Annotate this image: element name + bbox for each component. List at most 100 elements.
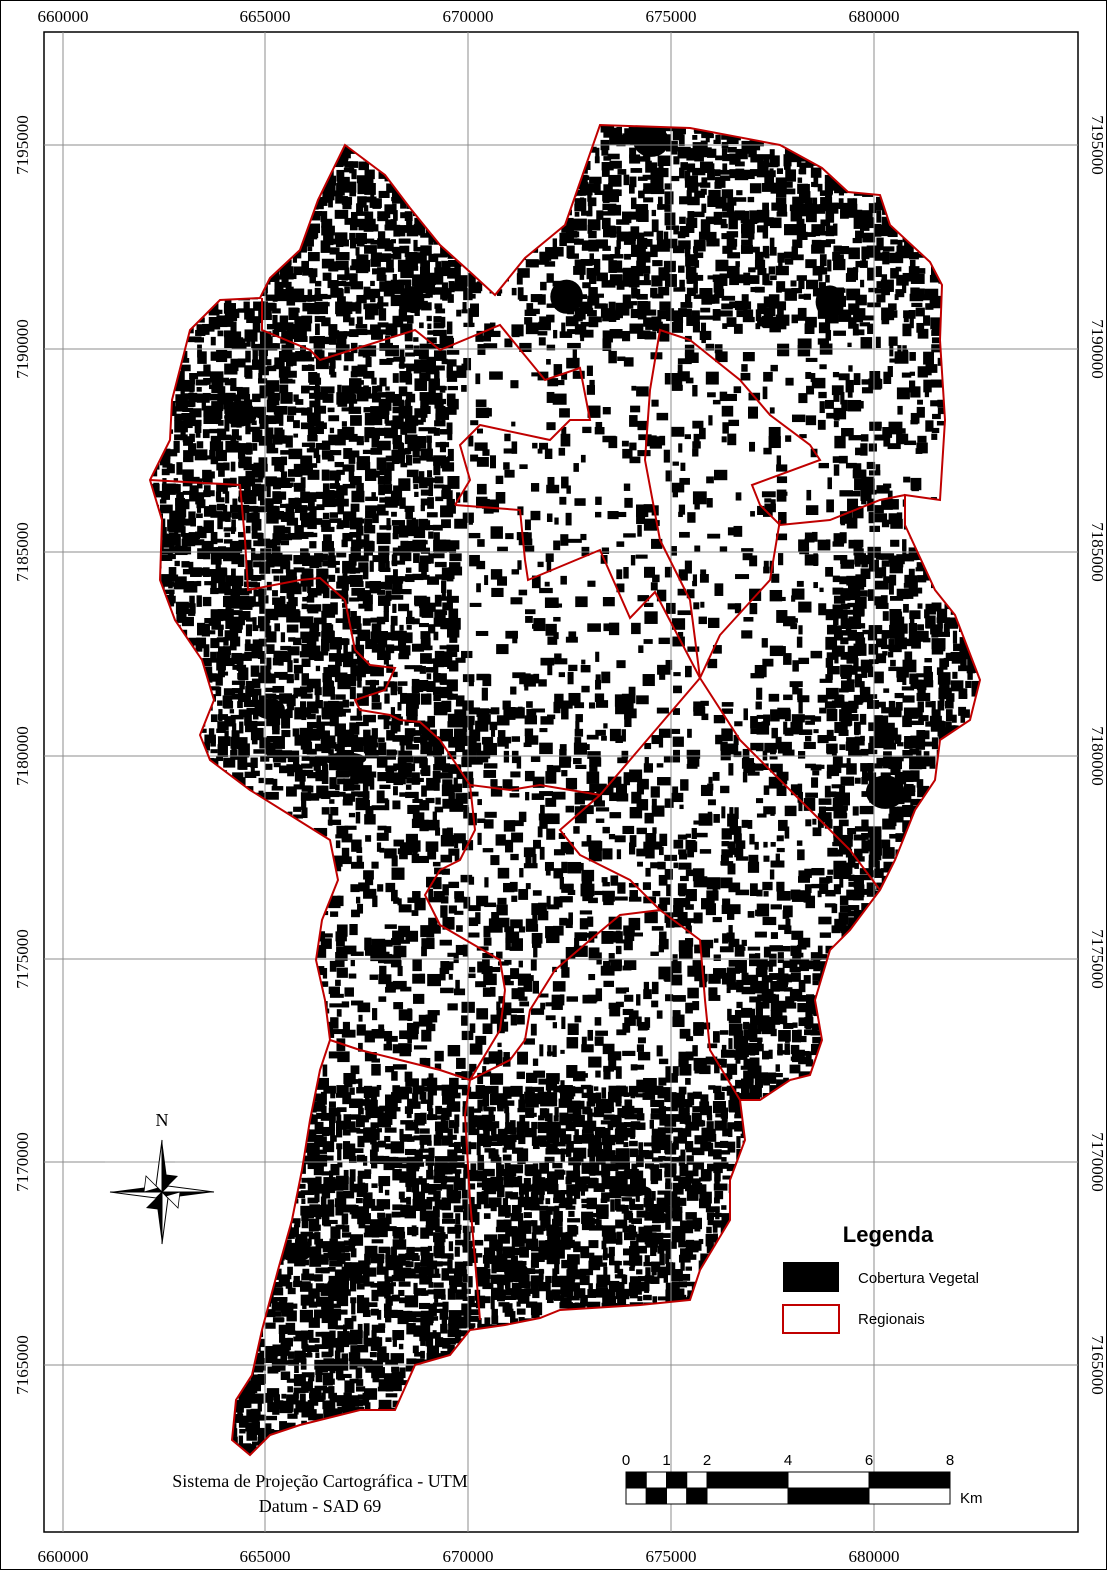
vegetation-patch [692,574,698,587]
vegetation-patch [483,343,498,349]
vegetation-patch [300,422,315,430]
vegetation-patch [490,569,503,580]
vegetation-patch [706,476,714,484]
vegetation-patch [854,478,864,491]
vegetation-patch [755,309,762,322]
vegetation-patch [607,189,620,203]
vegetation-patch [880,595,888,608]
vegetation-patch [511,287,517,296]
vegetation-patch [188,609,196,616]
vegetation-patch [336,552,347,558]
vegetation-patch [293,637,302,646]
vegetation-patch [419,665,426,674]
vegetation-patch [762,202,769,211]
vegetation-patch [602,597,615,607]
vegetation-patch [372,268,380,275]
vegetation-patch [818,230,828,236]
vegetation-patch [789,204,804,212]
vegetation-patch [840,714,851,727]
vegetation-patch [440,245,450,257]
vegetation-patch [483,504,494,514]
vegetation-patch [615,735,623,743]
vegetation-patch [853,694,864,704]
vegetation-patch [398,386,408,395]
vegetation-patch [798,169,804,175]
vegetation-patch [453,282,468,292]
vegetation-patch [546,273,554,283]
vegetation-patch [838,309,852,322]
vegetation-patch [894,637,907,650]
vegetation-patch [798,701,803,714]
vegetation-patch [609,279,623,286]
vegetation-patch [392,603,397,613]
vegetation-patch [531,575,541,589]
vegetation-patch [273,552,283,565]
vegetation-patch [355,324,368,329]
vegetation-patch [540,281,547,291]
vegetation-patch [741,630,753,639]
vegetation-patch [483,408,492,417]
vegetation-patch [392,735,405,742]
vegetation-patch [937,700,945,711]
vegetation-patch [280,450,291,455]
vegetation-patch [391,239,396,244]
vegetation-patch [630,301,637,306]
vegetation-patch [673,685,682,694]
vegetation-patch [607,153,620,160]
vegetation-patch [287,576,298,585]
vegetation-patch [868,287,878,293]
vegetation-patch [399,421,409,429]
vegetation-patch [925,615,936,628]
vegetation-patch [405,735,414,742]
vegetation-patch [559,756,571,768]
vegetation-patch [853,463,862,476]
vegetation-patch [433,736,440,745]
vegetation-patch [859,322,870,327]
vegetation-patch [530,294,543,303]
vegetation-patch [505,630,518,639]
vegetation-patch [672,461,679,466]
vegetation-patch [785,435,792,442]
vegetation-patch [341,196,353,205]
vegetation-patch [425,741,430,749]
vegetation-patch [215,538,223,543]
vegetation-patch [915,448,923,454]
vegetation-patch [392,415,404,424]
vegetation-patch [734,175,749,181]
vegetation-patch [210,456,219,465]
vegetation-patch [257,407,262,419]
vegetation-patch [413,665,423,672]
vegetation-patch [294,407,305,413]
vegetation-patch [420,399,429,409]
vegetation-patch [211,401,224,412]
vegetation-patch [833,245,842,252]
vegetation-patch [805,160,814,168]
vegetation-patch [490,330,501,338]
vegetation-patch [363,370,375,379]
vegetation-patch [792,225,802,235]
vegetation-patch [369,560,374,572]
vegetation-patch [426,673,432,680]
vegetation-patch [721,702,734,707]
vegetation-patch [329,450,342,456]
vegetation-patch [713,714,726,724]
vegetation-patch [776,476,788,484]
vegetation-patch [279,709,288,719]
vegetation-patch [189,595,195,608]
vegetation-patch [832,181,843,191]
vegetation-patch [658,637,670,645]
vegetation-patch [859,226,870,231]
vegetation-patch [447,693,458,700]
vegetation-patch [371,695,380,703]
vegetation-patch [168,567,177,578]
vegetation-patch [817,183,823,192]
vegetation-patch [481,736,494,745]
vegetation-patch [707,169,715,181]
vegetation-patch [469,729,481,742]
vegetation-patch [385,329,396,336]
vegetation-patch [300,455,313,467]
vegetation-patch [475,407,490,419]
vegetation-patch [838,373,850,381]
vegetation-patch [244,483,251,494]
vegetation-patch [341,385,354,398]
